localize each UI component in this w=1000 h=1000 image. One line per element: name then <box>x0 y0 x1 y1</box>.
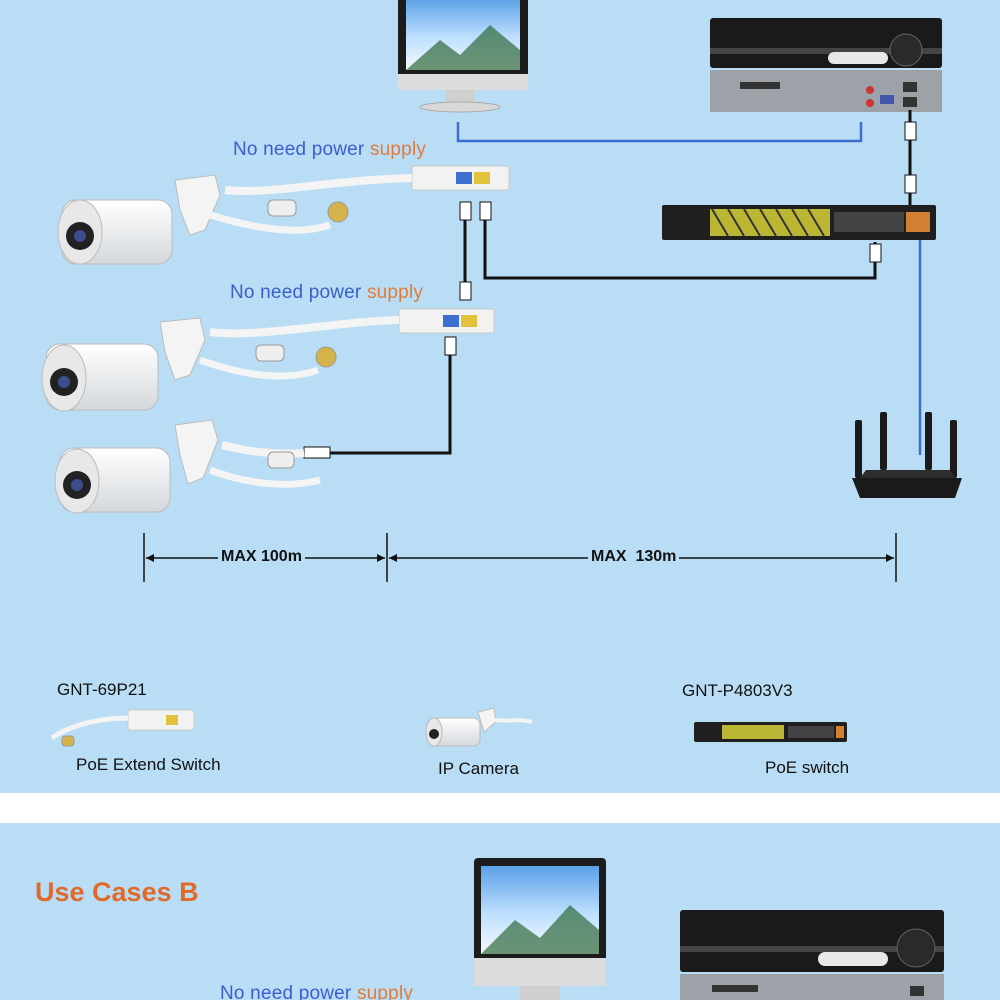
no-power-note-1-tail: supply <box>369 139 427 160</box>
no-power-note-2-main: No need power <box>230 282 362 303</box>
no-power-note-3-tail: supply <box>356 983 414 1000</box>
no-power-note-3: No need power supply <box>220 983 413 1000</box>
no-power-note-2: No need power supply <box>230 282 423 304</box>
video-cable <box>456 122 863 143</box>
monitor-top <box>398 0 528 113</box>
distance-label-100m: MAX 100m <box>218 548 305 566</box>
legend-extender-label: PoE Extend Switch <box>76 755 221 774</box>
nvr-bottom <box>680 910 944 1000</box>
legend-switch-image <box>694 722 847 742</box>
monitor-bottom <box>474 858 606 1000</box>
section-b-heading: Use Cases B <box>35 877 199 907</box>
camera-3-cable <box>303 336 457 459</box>
nvr-top <box>710 18 942 112</box>
legend-camera-image <box>425 707 533 747</box>
poe-extender-1 <box>411 165 510 191</box>
no-power-note-1-main: No need power <box>233 139 365 160</box>
ip-camera-1 <box>57 174 413 265</box>
nvr-uplink-cable <box>904 110 917 205</box>
ip-camera-3 <box>54 419 321 514</box>
extender-1-cable <box>479 201 882 280</box>
legend-camera-label: IP Camera <box>438 759 519 778</box>
no-power-note-3-main: No need power <box>220 983 352 1000</box>
extender-2-cable <box>459 201 472 301</box>
no-power-note-2-tail: supply <box>366 282 424 303</box>
poe-switch-main <box>662 205 936 240</box>
use-case-a-panel <box>0 0 1000 793</box>
legend-switch-label: PoE switch <box>765 758 850 777</box>
distance-label-130m: MAX 130m <box>588 548 680 566</box>
poe-extender-2 <box>398 308 495 334</box>
ip-camera-2 <box>41 316 400 412</box>
legend-extender-model: GNT-69P21 <box>57 680 147 699</box>
no-power-note-1: No need power supply <box>233 139 426 161</box>
legend-extender-image <box>50 709 195 747</box>
router <box>852 412 962 498</box>
legend-switch-model: GNT-P4803V3 <box>682 681 793 700</box>
